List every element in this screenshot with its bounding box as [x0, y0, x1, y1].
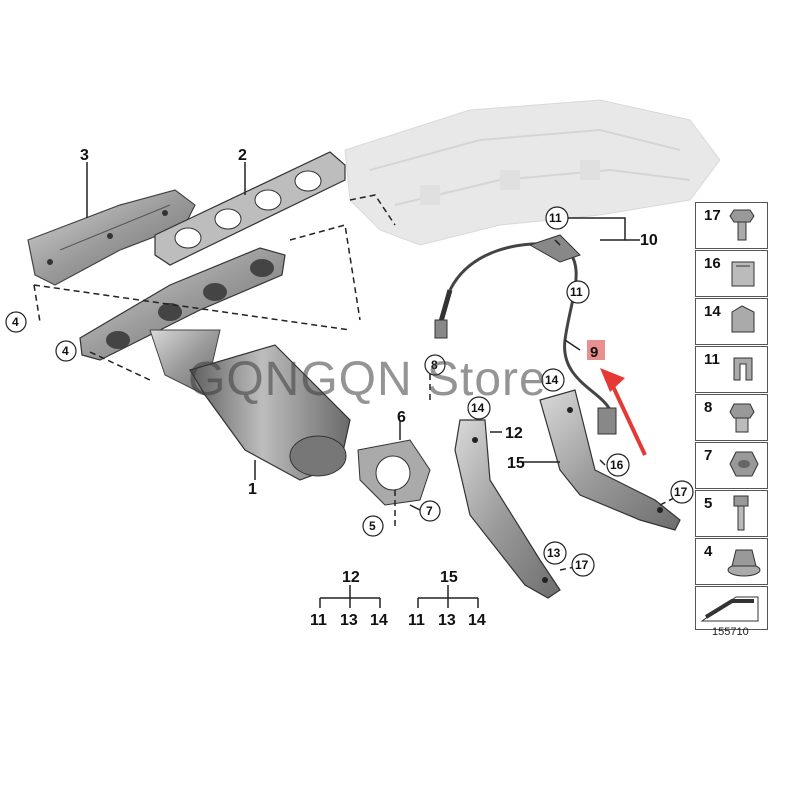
kit-12-item: 13	[340, 612, 358, 629]
red-highlight-arrow	[587, 340, 647, 456]
callout-1: 1	[248, 481, 257, 498]
callout-14-left: 14	[471, 401, 485, 415]
kit-15-head: 15	[440, 569, 458, 586]
engine-block-illustration	[344, 99, 721, 246]
side-cell-number: 5	[704, 495, 713, 512]
store-watermark: GQNGQN Store	[188, 353, 547, 406]
side-cell-number: 17	[704, 207, 721, 224]
clip-icon	[733, 357, 753, 381]
side-cell-number: 7	[704, 447, 713, 464]
hex-nut-icon	[729, 451, 759, 477]
catalog-number: 155710	[712, 626, 749, 638]
callout-9: 9	[590, 344, 598, 361]
kit-12-head: 12	[342, 569, 360, 586]
callout-3: 3	[80, 147, 89, 164]
circled-callouts	[5, 206, 694, 577]
direction-arrow-icon	[700, 596, 759, 622]
callout-4-lower: 4	[62, 344, 69, 358]
callout-8: 8	[431, 358, 438, 372]
side-cell-number: 4	[704, 543, 713, 560]
callout-15: 15	[507, 455, 525, 472]
bracket-part-15	[539, 389, 681, 531]
converter-gasket-part	[357, 439, 431, 506]
dashed-leader-lines	[33, 194, 681, 571]
side-cell-8: 8	[695, 394, 768, 441]
side-cell-16: 16	[695, 250, 768, 297]
plug-screw-icon	[729, 403, 755, 433]
stud-bolt-icon	[733, 495, 749, 531]
small-parts-panel: 17 16 14 11 8 7 5 4	[695, 202, 768, 631]
cable-clip-icon	[731, 305, 755, 333]
side-cell-number: 16	[704, 255, 721, 272]
callout-11-top: 11	[549, 211, 562, 225]
callout-2: 2	[238, 147, 247, 164]
spring-clip-icon	[731, 261, 755, 287]
flange-nut-icon	[727, 549, 761, 577]
solid-leader-lines	[86, 162, 640, 511]
kit-brackets	[319, 585, 479, 608]
side-cell-17: 17	[695, 202, 768, 249]
side-cell-7: 7	[695, 442, 768, 489]
side-cell-number: 14	[704, 303, 721, 320]
callout-6: 6	[397, 409, 406, 426]
oxygen-sensor-part-8	[434, 242, 561, 339]
bolt-icon	[729, 209, 755, 241]
callout-5: 5	[369, 519, 376, 533]
manifold-gasket-part	[154, 151, 346, 266]
callout-17-right: 17	[674, 485, 688, 499]
callout-4-left: 4	[12, 315, 19, 329]
callout-13: 13	[547, 546, 561, 560]
callout-17-lower: 17	[575, 558, 589, 572]
kit-15-item: 14	[468, 612, 486, 629]
callout-10: 10	[640, 232, 658, 249]
side-cell-14: 14	[695, 298, 768, 345]
kit-12-item: 11	[310, 612, 327, 629]
kit-12-item: 14	[370, 612, 388, 629]
kit-15-item: 13	[438, 612, 456, 629]
exhaust-manifold-catalytic-converter	[79, 247, 351, 481]
side-cell-number: 11	[704, 351, 720, 368]
callout-7: 7	[426, 504, 433, 518]
side-cell-11: 11	[695, 346, 768, 393]
side-cell-5: 5	[695, 490, 768, 537]
callout-14-right: 14	[545, 373, 559, 387]
side-cell-4: 4	[695, 538, 768, 585]
callout-12: 12	[505, 425, 523, 442]
callout-16: 16	[610, 458, 624, 472]
side-cell-number: 8	[704, 399, 713, 416]
callout-11-mid: 11	[570, 285, 583, 299]
bracket-part-12	[454, 419, 561, 599]
kit-15-item: 11	[408, 612, 425, 629]
side-cell-arrow	[695, 586, 768, 630]
